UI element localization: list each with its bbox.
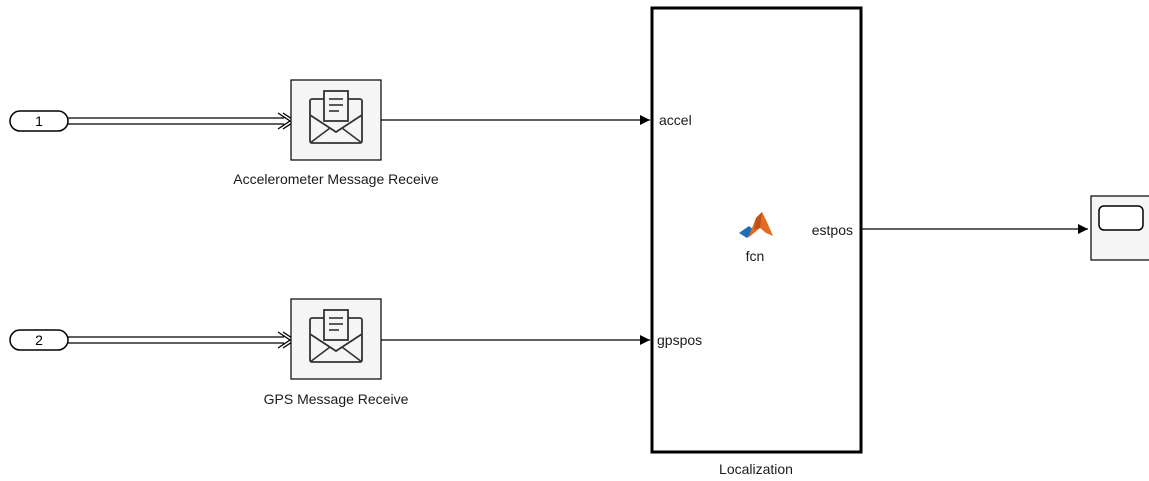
envelope-icon bbox=[309, 309, 363, 363]
gps-receive-label: GPS Message Receive bbox=[264, 391, 409, 407]
inport-1[interactable]: 1 bbox=[9, 110, 69, 132]
scope-screen-icon bbox=[1098, 205, 1144, 231]
message-line-2[interactable] bbox=[68, 331, 297, 349]
function-name-label: fcn bbox=[746, 248, 765, 264]
message-line-1[interactable] bbox=[68, 112, 297, 130]
accelerometer-receive-block[interactable] bbox=[290, 79, 382, 161]
accelerometer-receive-label: Accelerometer Message Receive bbox=[233, 171, 439, 187]
input-port-gpspos-label: gpspos bbox=[657, 332, 702, 348]
envelope-icon bbox=[309, 90, 363, 144]
localization-function-block[interactable]: accel gpspos estpos fcn bbox=[650, 6, 863, 454]
localization-label: Localization bbox=[719, 461, 793, 477]
gps-receive-block[interactable] bbox=[290, 298, 382, 380]
output-port-estpos-label: estpos bbox=[812, 222, 853, 238]
input-port-accel-label: accel bbox=[659, 112, 692, 128]
inport-2[interactable]: 2 bbox=[9, 329, 69, 351]
matlab-logo-icon bbox=[739, 212, 773, 238]
inport-2-number: 2 bbox=[35, 332, 43, 348]
scope-block[interactable] bbox=[1090, 195, 1149, 261]
inport-1-number: 1 bbox=[35, 113, 43, 129]
